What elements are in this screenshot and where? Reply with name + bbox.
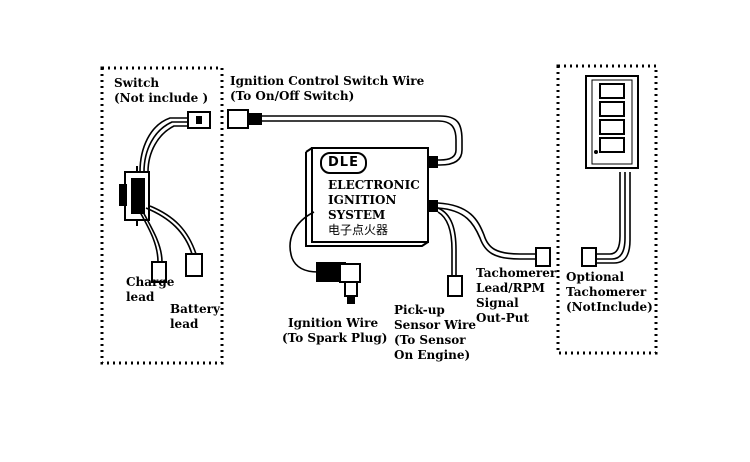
tachometer-display bbox=[585, 75, 639, 169]
optional-tach-line2: Tachomerer bbox=[566, 285, 647, 299]
ecu-label-line2: IGNITION bbox=[328, 193, 397, 207]
switch-label: Switch (Not include ) bbox=[114, 76, 208, 106]
tach-lead-wire bbox=[437, 202, 536, 260]
charge-lead-label: Charge lead bbox=[126, 275, 174, 305]
charge-lead-line1: Charge bbox=[126, 275, 175, 289]
control-wire-label-line1: Ignition Control Switch Wire bbox=[230, 74, 425, 88]
tach-input-wires bbox=[596, 172, 631, 264]
optional-tach-label: Optional Tachomerer (NotInclude) bbox=[566, 270, 653, 315]
pickup-wire-line1: Pick-up bbox=[394, 303, 445, 317]
switch-label-line1: Switch bbox=[114, 76, 160, 90]
control-wire-connector bbox=[227, 109, 249, 129]
switch-lower-wires bbox=[139, 205, 197, 263]
tach-lead-line3: Signal bbox=[476, 296, 519, 310]
tach-input-connector bbox=[581, 247, 597, 267]
ecu-label-line3: SYSTEM bbox=[328, 208, 386, 222]
pickup-wire-line3: (To Sensor bbox=[394, 333, 466, 347]
switch-label-line2: (Not include ) bbox=[114, 91, 209, 105]
ecu-brand-logo: DLE bbox=[320, 152, 367, 174]
ignition-wire-line1: Ignition Wire bbox=[288, 316, 379, 330]
ecu-label-line1: ELECTRONIC bbox=[328, 178, 420, 192]
ignition-wire-label: Ignition Wire (To Spark Plug) bbox=[282, 316, 387, 346]
ignition-wire bbox=[289, 211, 319, 273]
pickup-wire-line2: Sensor Wire bbox=[394, 318, 477, 332]
pickup-sensor-wire bbox=[437, 207, 457, 276]
ecu-label: ELECTRONIC IGNITION SYSTEM 电子点火器 bbox=[328, 178, 420, 238]
optional-tach-line3: (NotInclude) bbox=[566, 300, 653, 314]
control-wire-label: Ignition Control Switch Wire (To On/Off … bbox=[230, 74, 424, 104]
tach-lead-line4: Out-Put bbox=[476, 311, 529, 325]
pickup-sensor-connector bbox=[447, 275, 463, 297]
ignition-wire-line2: (To Spark Plug) bbox=[282, 331, 388, 345]
spark-plug-cap bbox=[316, 262, 361, 304]
tach-lead-line2: Lead/RPM bbox=[476, 281, 545, 295]
control-switch-wire bbox=[262, 115, 463, 166]
switch-to-connector-wires bbox=[139, 117, 188, 173]
battery-lead-label: Battery lead bbox=[170, 302, 220, 332]
battery-lead-line1: Battery bbox=[170, 302, 220, 316]
tach-lead-label: Tachomerer Lead/RPM Signal Out-Put bbox=[476, 266, 556, 326]
ecu-box bbox=[305, 147, 438, 247]
optional-tach-line1: Optional bbox=[566, 270, 625, 284]
pickup-wire-line4: On Engine) bbox=[394, 348, 471, 362]
ecu-label-line4: 电子点火器 bbox=[328, 223, 389, 237]
switch-box-border bbox=[100, 66, 224, 365]
switch-body bbox=[119, 166, 150, 226]
charge-lead-line2: lead bbox=[126, 290, 155, 304]
tach-lead-connector bbox=[535, 247, 551, 267]
tach-lead-line1: Tachomerer bbox=[476, 266, 557, 280]
battery-lead-line2: lead bbox=[170, 317, 199, 331]
pickup-wire-label: Pick-up Sensor Wire (To Sensor On Engine… bbox=[394, 303, 476, 363]
tach-box-border bbox=[556, 64, 658, 355]
battery-lead-connector bbox=[185, 253, 203, 277]
charge-lead-connector bbox=[151, 261, 167, 283]
control-wire-label-line2: (To On/Off Switch) bbox=[230, 89, 355, 103]
